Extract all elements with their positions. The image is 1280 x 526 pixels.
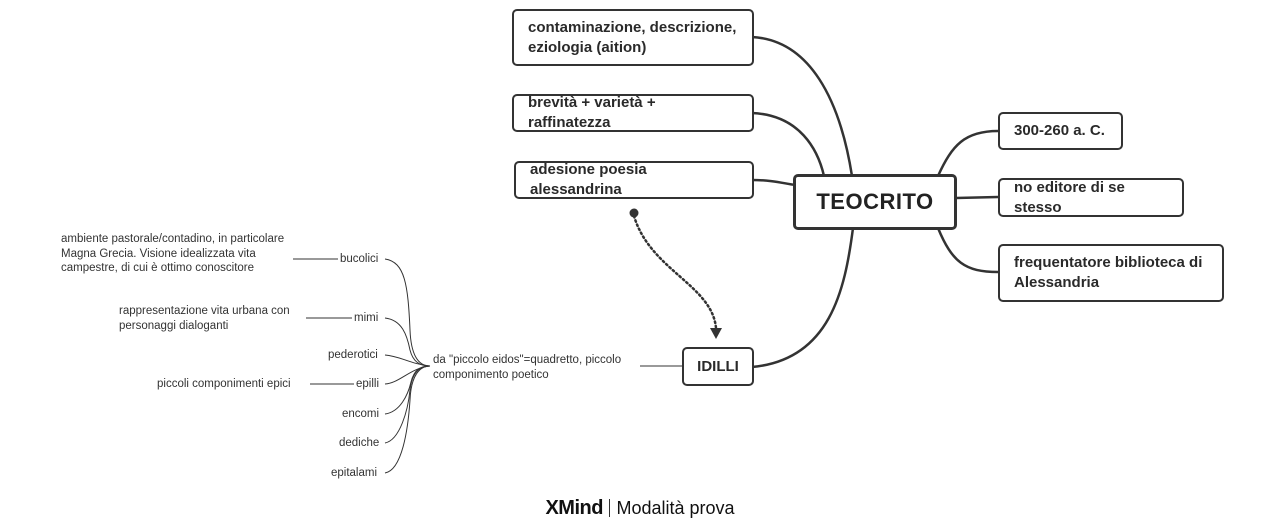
- trial-watermark: XMind Modalità prova: [0, 497, 1280, 520]
- subtopic-dediche[interactable]: dediche: [339, 437, 380, 449]
- xmind-brand: XMind: [545, 497, 603, 519]
- subtopic-bucolici[interactable]: bucolici: [340, 253, 379, 265]
- connector-editore: [955, 195, 999, 200]
- note-bucolici[interactable]: ambiente pastorale/contadino, in partico…: [61, 233, 285, 274]
- topic-brevita[interactable]: brevità + varietà + raffinatezza: [512, 94, 754, 132]
- connector-date: [936, 129, 999, 177]
- topic-contaminazione-label: contaminazione, descrizione, eziologia (…: [528, 18, 737, 56]
- note-epilli[interactable]: piccoli componimenti epici: [157, 378, 291, 390]
- topic-editore[interactable]: no editore di se stesso: [998, 178, 1184, 217]
- subtopic-epilli[interactable]: epilli: [356, 378, 380, 390]
- relationship-arrow: [629, 208, 722, 339]
- connector-brevita: [751, 111, 826, 177]
- subtopic-mimi[interactable]: mimi: [354, 312, 379, 324]
- connector-pederotici: [384, 354, 431, 367]
- topic-editore-label: no editore di se stesso: [1014, 178, 1125, 216]
- note-mimi[interactable]: rappresentazione vita urbana con persona…: [119, 305, 290, 332]
- connector-bucolici: [384, 258, 431, 367]
- topic-adesione-label: adesione poesia alessandrina: [530, 161, 647, 198]
- topic-brevita-label: brevità + varietà + raffinatezza: [528, 94, 656, 131]
- connector-dediche: [384, 365, 431, 444]
- connector-epilli: [384, 365, 431, 385]
- topic-date-label: 300-260 a. C.: [1014, 122, 1105, 139]
- connector-adesione: [751, 178, 796, 187]
- trial-mode-label: Modalità prova: [616, 498, 735, 518]
- central-topic-label: TEOCRITO: [816, 189, 934, 214]
- idilli-note[interactable]: da "piccolo eidos"=quadretto, piccolo co…: [433, 354, 622, 381]
- subtopic-encomi[interactable]: encomi: [342, 408, 380, 420]
- connector-epitalami: [384, 365, 431, 474]
- topic-biblioteca-label: frequentatore biblioteca di Alessandria: [1014, 254, 1203, 291]
- subtopic-epitalami[interactable]: epitalami: [331, 467, 378, 479]
- subtopic-pederotici[interactable]: pederotici: [328, 349, 378, 361]
- topic-adesione[interactable]: adesione poesia alessandrina: [514, 161, 754, 199]
- topic-contaminazione[interactable]: contaminazione, descrizione, eziologia (…: [512, 9, 754, 66]
- central-topic[interactable]: TEOCRITO: [793, 174, 957, 230]
- topic-idilli-label: IDILLI: [697, 357, 739, 375]
- topic-biblioteca[interactable]: frequentatore biblioteca di Alessandria: [998, 244, 1224, 302]
- connector-contaminazione: [751, 35, 854, 177]
- watermark-separator: [608, 499, 611, 517]
- topic-date[interactable]: 300-260 a. C.: [998, 112, 1123, 150]
- connector-mimi: [384, 317, 431, 367]
- connector-biblioteca: [936, 227, 999, 274]
- topic-idilli[interactable]: IDILLI: [682, 347, 754, 386]
- connector-idilli: [751, 227, 855, 369]
